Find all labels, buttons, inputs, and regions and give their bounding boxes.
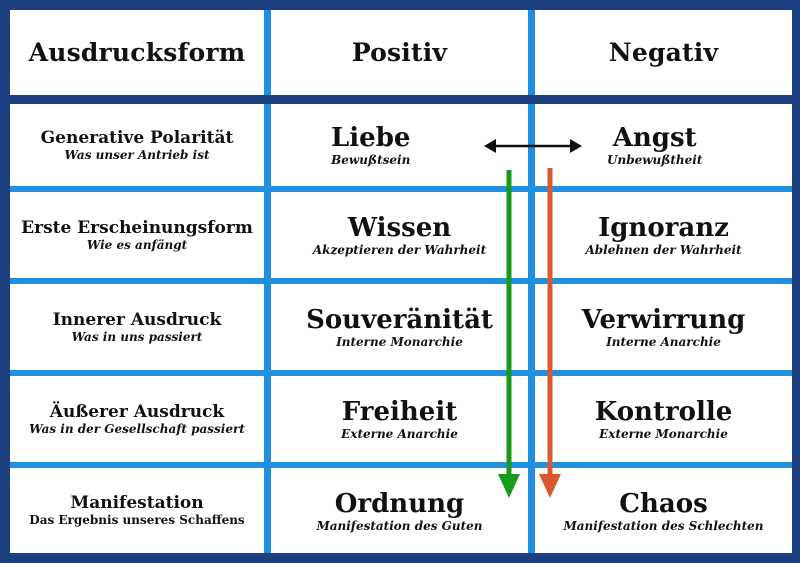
row-1-positive-subtitle: Bewußtsein [331,153,411,167]
row-1-negative-cell: Angst Unbewußtheit [535,104,792,186]
row-4-negative-term: Kontrolle [594,397,733,427]
row-5-positive-subtitle: Manifestation des Guten [316,518,483,533]
row-3-negative-cell: Verwirrung Interne Anarchie [535,284,792,370]
row-3-negative-subtitle: Interne Anarchie [606,335,721,349]
header-positive: Positiv [351,38,448,67]
row-2-positive-subtitle: Akzeptieren der Wahrheit [312,243,487,257]
row-3-form-cell: Innerer Ausdruck Was in uns passiert [10,284,271,370]
row-2-negative-term: Ignoranz [598,213,729,243]
row-5-negative-cell: Chaos Manifestation des Schlechten [535,468,792,553]
header-form: Ausdrucksform [28,38,246,67]
row-2-positive-term: Wissen [347,213,452,243]
row-separator-4 [10,462,792,468]
row-4-form-subtitle: Was in der Gesellschaft passiert [29,421,245,436]
row-separator-3 [10,370,792,376]
row-3-positive-subtitle: Interne Monarchie [336,335,463,349]
row-5-form-subtitle: Das Ergebnis unseres Schaffens [29,513,245,527]
row-4-form-cell: Äußerer Ausdruck Was in der Gesellschaft… [10,376,271,462]
row-5-negative-subtitle: Manifestation des Schlechten [563,518,764,533]
header-form-cell: Ausdrucksform [10,10,271,95]
row-separator-2 [10,278,792,284]
row-4-positive-subtitle: Externe Anarchie [341,427,458,441]
header-negative: Negativ [608,38,719,67]
row-3-positive-cell: Souveränität Interne Monarchie [271,284,535,370]
row-3-negative-term: Verwirrung [581,305,746,335]
row-2-negative-subtitle: Ablehnen der Wahrheit [585,243,742,257]
row-2-positive-cell: Wissen Akzeptieren der Wahrheit [271,192,535,278]
row-2-form-subtitle: Wie es anfängt [86,237,188,252]
row-2-form-cell: Erste Erscheinungsform Wie es anfängt [10,192,271,278]
row-separator-1 [10,186,792,192]
row-1-positive-cell: Liebe Bewußtsein [271,104,535,186]
row-5-positive-cell: Ordnung Manifestation des Guten [271,468,535,553]
row-5-form-title: Manifestation [70,493,204,513]
row-1-form-title: Generative Polarität [40,127,234,148]
row-4-negative-subtitle: Externe Monarchie [599,427,728,441]
row-3-positive-term: Souveränität [306,305,493,335]
row-2-negative-cell: Ignoranz Ablehnen der Wahrheit [535,192,792,278]
row-3-form-subtitle: Was in uns passiert [71,329,203,344]
row-3-form-title: Innerer Ausdruck [52,309,222,330]
row-4-negative-cell: Kontrolle Externe Monarchie [535,376,792,462]
header-positive-cell: Positiv [271,10,535,95]
row-1-negative-term: Angst [612,123,697,153]
row-2-form-title: Erste Erscheinungsform [21,217,253,238]
row-1-positive-term: Liebe [331,123,411,153]
row-1-form-subtitle: Was unser Antrieb ist [64,147,210,162]
row-4-positive-term: Freiheit [341,397,458,427]
row-1-form-cell: Generative Polarität Was unser Antrieb i… [10,104,271,186]
row-4-form-title: Äußerer Ausdruck [49,401,225,422]
row-1-negative-subtitle: Unbewußtheit [607,153,703,167]
row-5-positive-term: Ordnung [334,488,465,519]
row-5-negative-term: Chaos [619,488,708,519]
header-negative-cell: Negativ [535,10,792,95]
row-5-form-cell: Manifestation Das Ergebnis unseres Schaf… [10,468,271,553]
row-4-positive-cell: Freiheit Externe Anarchie [271,376,535,462]
